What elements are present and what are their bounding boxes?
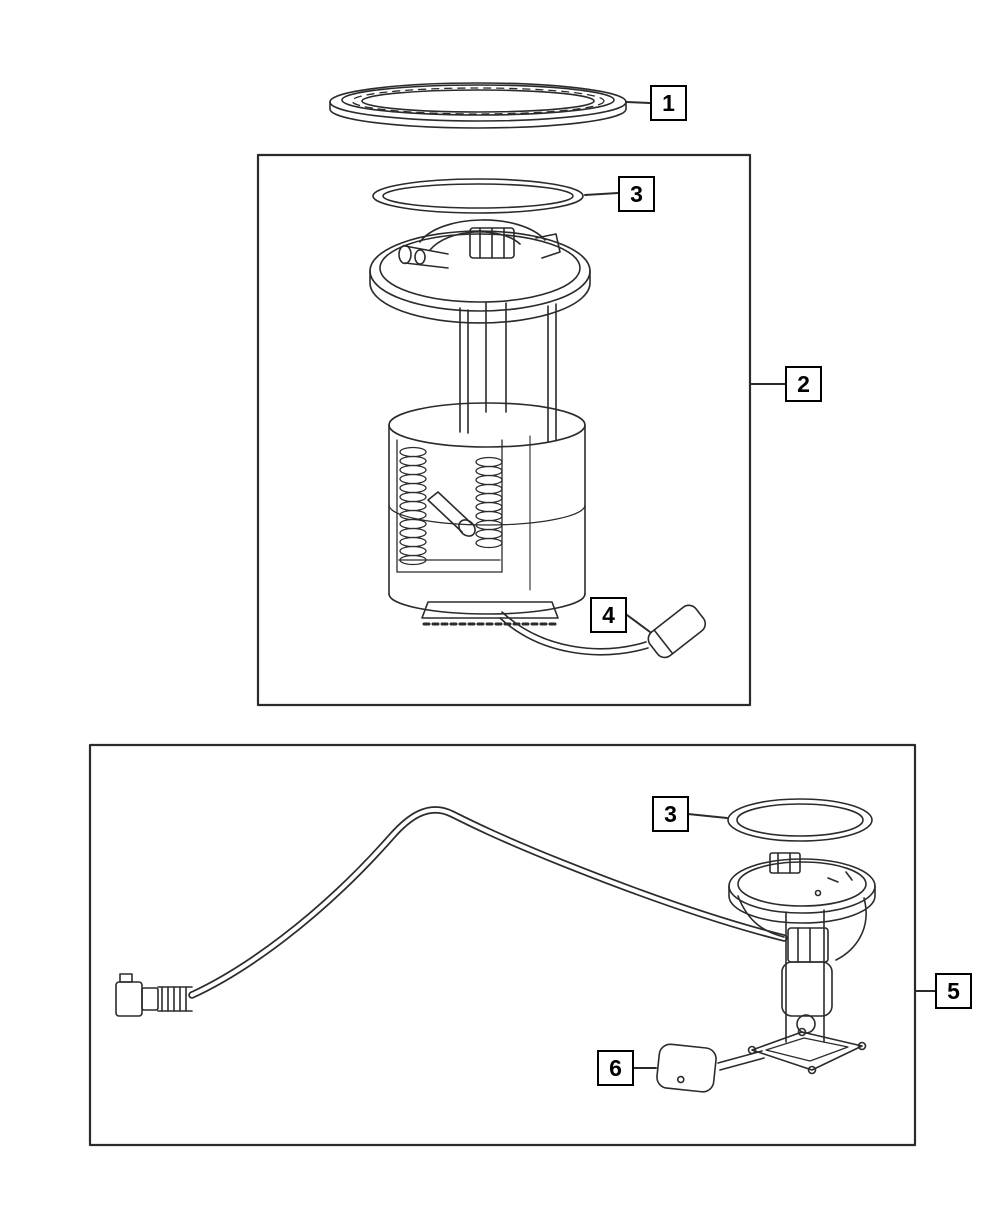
callout-4-label: 4 xyxy=(602,601,615,628)
leader-line-4 xyxy=(626,614,651,633)
leader-line-1 xyxy=(625,101,651,104)
part-float-sensor-drawing xyxy=(499,604,707,659)
leader-line-3-lower xyxy=(687,813,728,819)
callout-1-label: 1 xyxy=(662,89,675,116)
callout-6[interactable]: 6 xyxy=(597,1050,634,1086)
callout-1[interactable]: 1 xyxy=(650,85,687,121)
callout-6-label: 6 xyxy=(609,1054,622,1081)
callout-5[interactable]: 5 xyxy=(935,973,972,1009)
callout-3-upper[interactable]: 3 xyxy=(618,176,655,212)
part-gasket-lower-drawing xyxy=(727,798,873,842)
leader-line-3-upper xyxy=(584,192,619,196)
callout-2-label: 2 xyxy=(797,370,810,397)
part-lock-ring-drawing xyxy=(329,82,627,129)
callout-3-upper-label: 3 xyxy=(630,180,643,207)
part-fuel-sender-drawing xyxy=(717,852,876,1075)
assembly-5-box xyxy=(88,743,917,1147)
assembly-2-box xyxy=(256,153,752,707)
part-gasket-upper-drawing xyxy=(372,178,584,214)
fuel-line-drawing xyxy=(115,806,788,1017)
callout-3-lower-label: 3 xyxy=(664,800,677,827)
callout-5-label: 5 xyxy=(947,977,960,1004)
part-float-drawing xyxy=(656,1043,717,1093)
callout-2[interactable]: 2 xyxy=(785,366,822,402)
callout-4[interactable]: 4 xyxy=(590,597,627,633)
part-fuel-pump-module-drawing xyxy=(369,219,591,626)
callout-3-lower[interactable]: 3 xyxy=(652,796,689,832)
